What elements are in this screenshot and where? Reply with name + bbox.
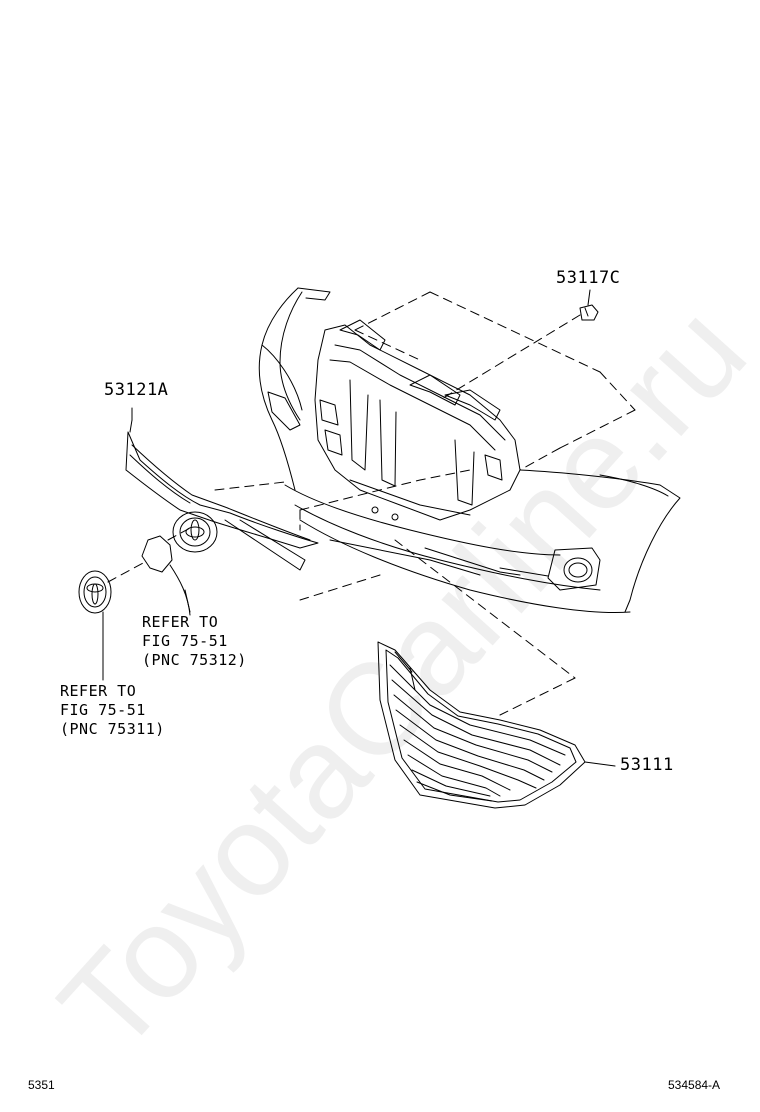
front-emblem xyxy=(78,570,112,681)
footer-illustration-code: 534584-A xyxy=(668,1078,721,1092)
radiator-support xyxy=(314,319,521,521)
reference-line: (PNC 75312) xyxy=(142,651,247,669)
reference-note-75311: REFER TO FIG 75-51 (PNC 75311) xyxy=(60,682,165,739)
emblem-backing xyxy=(141,535,191,616)
part-53117c-clip xyxy=(579,289,599,321)
reference-note-75312: REFER TO FIG 75-51 (PNC 75312) xyxy=(142,613,247,670)
part-number-53121a: 53121A xyxy=(104,380,169,400)
part-53121a-molding xyxy=(125,419,319,571)
part-53111-grille xyxy=(377,641,616,809)
part-number-53117c: 53117C xyxy=(556,268,621,288)
leader-lines xyxy=(131,407,191,613)
reference-line: REFER TO xyxy=(142,613,219,631)
bumper-outline xyxy=(258,287,681,613)
reference-line: FIG 75-51 xyxy=(60,701,146,719)
reference-line: (PNC 75311) xyxy=(60,720,165,738)
footer-page-code: 5351 xyxy=(28,1078,55,1092)
part-number-53111: 53111 xyxy=(620,755,674,775)
reference-line: REFER TO xyxy=(60,682,137,700)
assembly-lines xyxy=(107,291,636,716)
reference-line: FIG 75-51 xyxy=(142,632,228,650)
